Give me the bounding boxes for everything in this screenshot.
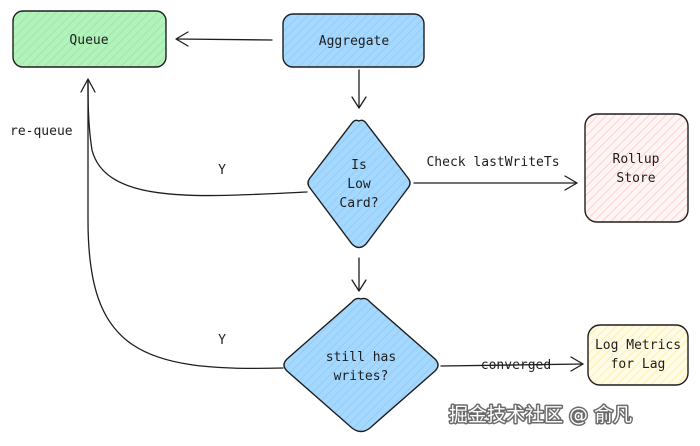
aggregate-label: Aggregate: [319, 34, 390, 49]
edge-still-has-to-log-metrics: [440, 363, 584, 367]
log-metrics-label-line-1: Log Metrics: [595, 338, 681, 353]
low-card-yes-edge-label: Y: [218, 163, 226, 178]
edge-to-queue-arrowhead: [80, 78, 96, 93]
still-has-writes-label-line-1: still has: [326, 350, 396, 365]
low-card-label-line-3: Card?: [339, 196, 378, 211]
log-metrics-label-line-2: for Lag: [611, 357, 666, 372]
low-card-label-line-2: Low: [347, 177, 371, 192]
rollup-store-label-line-1: Rollup: [613, 152, 660, 167]
low-card-label-line-1: Is: [351, 158, 367, 173]
queue-node: [12, 10, 167, 68]
queue-label: Queue: [69, 33, 108, 48]
edge-still-has-to-queue: [87, 79, 284, 370]
aggregate-node: [282, 13, 425, 68]
edge-low-card-to-rollup-arrowhead: [564, 175, 578, 191]
requeue-edge-label: re-queue: [10, 124, 73, 139]
rollup-store-node: [584, 113, 689, 223]
watermark-text: 掘金技术社区 @ 俞凡: [449, 404, 632, 426]
edge-still-has-to-log-metrics-arrowhead: [570, 356, 584, 372]
still-has-writes-label-line-2: writes?: [334, 369, 389, 384]
edge-aggregate-to-queue-arrowhead: [175, 31, 189, 47]
still-has-writes-decision-node: [283, 297, 439, 433]
edge-aggregate-to-low-card-arrowhead: [351, 96, 367, 109]
converged-edge-label: converged: [481, 358, 551, 373]
rollup-store-label-line-2: Store: [616, 171, 655, 186]
edge-aggregate-to-queue: [176, 38, 273, 41]
low-card-decision-node: [307, 119, 411, 249]
still-has-yes-edge-label: Y: [218, 333, 226, 348]
log-metrics-node: [587, 324, 689, 386]
edge-low-card-to-queue: [87, 79, 308, 197]
edge-low-card-to-still-has-arrowhead: [351, 279, 367, 292]
check-last-write-edge-label: Check lastWriteTs: [426, 155, 559, 170]
